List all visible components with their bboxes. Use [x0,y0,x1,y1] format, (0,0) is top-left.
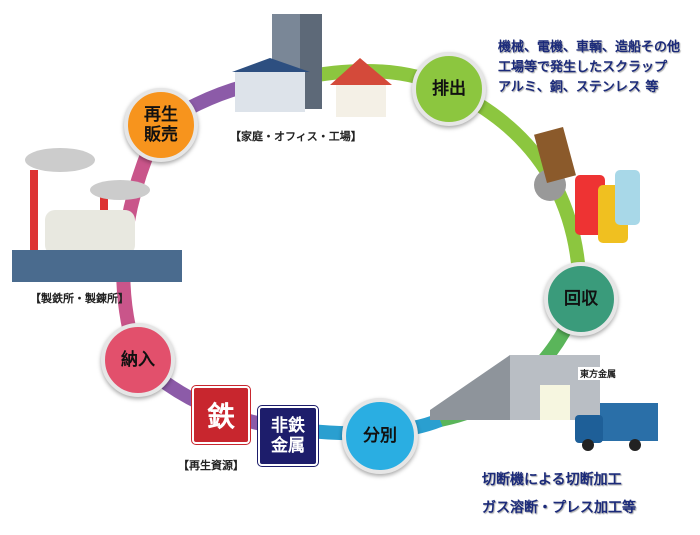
process-line-1: 切断機による切断加工 [482,472,622,488]
company-warehouse-illustration [430,355,600,420]
recycled-resources-label: 【再生資源】 [178,459,244,472]
scrap-line-3: アルミ、銅、ステンレス 等 [498,80,659,95]
steelworks-illustration [12,148,182,282]
nonferrous-line-2: 金属 [271,436,305,456]
office-building-illustration [232,14,392,117]
truck-illustration [575,403,658,451]
process-line-2: ガス溶断・プレス加工等 [482,500,636,516]
nonferrous-line-1: 非鉄 [271,416,305,436]
step-sort: 分別 [342,398,418,474]
step-discharge: 排出 [412,52,486,126]
iron-box: 鉄 [191,385,251,445]
process-description: 切断機による切断加工 ガス溶断・プレス加工等 [482,466,636,522]
step-collect: 回収 [544,262,618,336]
scrap-line-1: 機械、電機、車輌、造船その他 [498,40,681,55]
step-resale: 再生販売 [124,88,198,162]
company-sign: 東方金属 [578,367,619,380]
step-resale-label: 再生販売 [144,105,178,145]
nonferrous-box: 非鉄 金属 [257,405,319,467]
steelworks-label: 【製鉄所・製錬所】 [30,292,129,305]
scrap-line-2: 工場等で発生したスクラップ [498,60,668,75]
home-office-factory-label: 【家庭・オフィス・工場】 [230,130,362,143]
step-deliver: 納入 [101,323,175,397]
scrap-description: 機械、電機、車輌、造船その他 工場等で発生したスクラップ アルミ、銅、ステンレス… [498,38,680,98]
scrap-metal-illustration [534,126,640,243]
